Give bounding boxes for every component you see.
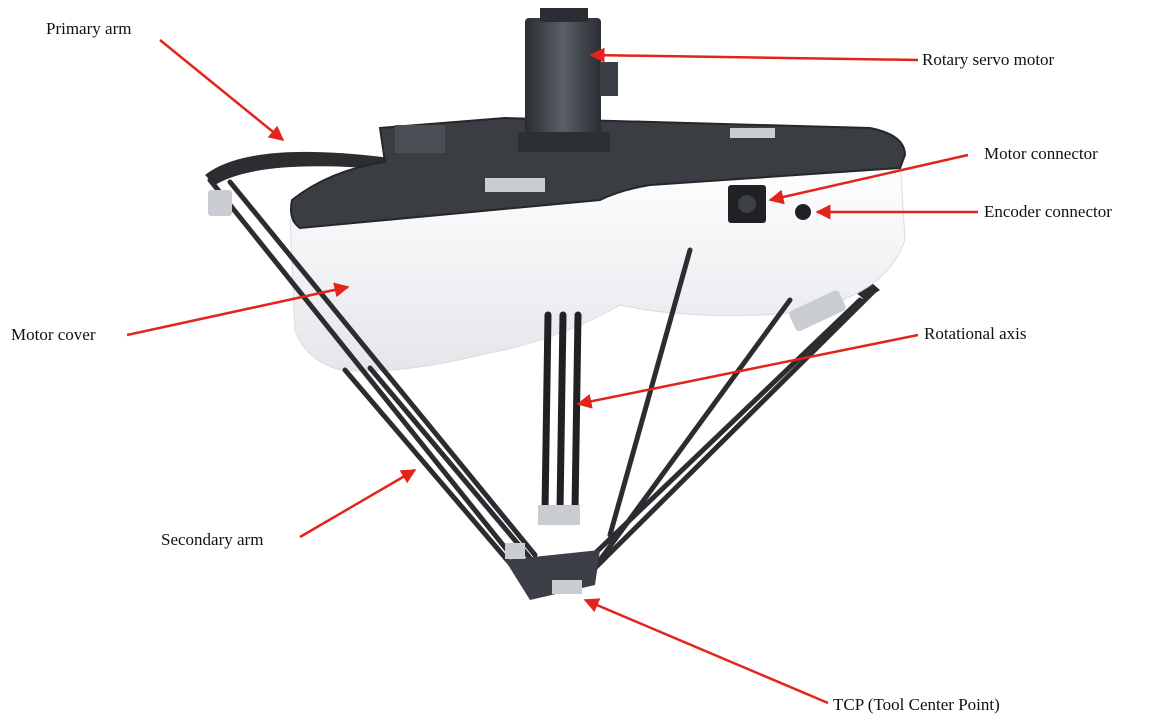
elbow-joint-left <box>208 190 232 216</box>
label-tcp: TCP (Tool Center Point) <box>833 695 1000 714</box>
arrow-motor-connector <box>768 153 969 205</box>
label-secondary-arm: Secondary arm <box>161 530 264 549</box>
encoder-connector-port <box>795 204 811 220</box>
arrow-secondary-arm <box>299 468 417 539</box>
rotational-axis-shaft <box>541 311 582 514</box>
servo-motor-flange <box>518 132 610 152</box>
arrow-primary-arm <box>159 39 285 141</box>
label-rotational-axis: Rotational axis <box>924 324 1027 343</box>
mount-block-left <box>395 125 445 153</box>
tcp-joint-2 <box>552 580 582 594</box>
arrow-rotary-servo-motor <box>589 47 919 63</box>
label-rotary-servo-motor: Rotary servo motor <box>922 50 1055 69</box>
elbow-joint-right <box>789 290 846 332</box>
servo-motor-cap <box>540 8 588 22</box>
label-motor-connector: Motor connector <box>984 144 1098 163</box>
motor-connector-socket <box>738 195 756 213</box>
axis-coupling <box>538 505 580 525</box>
mount-block-right <box>730 128 775 138</box>
secondary-arms <box>207 177 878 585</box>
servo-motor-body <box>525 18 601 136</box>
arrow-tcp <box>583 598 829 705</box>
label-motor-cover: Motor cover <box>11 325 96 344</box>
label-primary-arm: Primary arm <box>46 19 132 38</box>
tcp-joint-1 <box>505 543 525 559</box>
servo-motor-connector <box>600 62 618 96</box>
robot-illustration <box>205 8 907 600</box>
arrow-rotational-axis <box>576 333 919 409</box>
arrow-motor-cover <box>126 282 350 337</box>
callout-arrows <box>126 39 978 705</box>
label-encoder-connector: Encoder connector <box>984 202 1112 221</box>
mount-block-front <box>485 178 545 192</box>
primary-arm-left <box>205 151 390 185</box>
